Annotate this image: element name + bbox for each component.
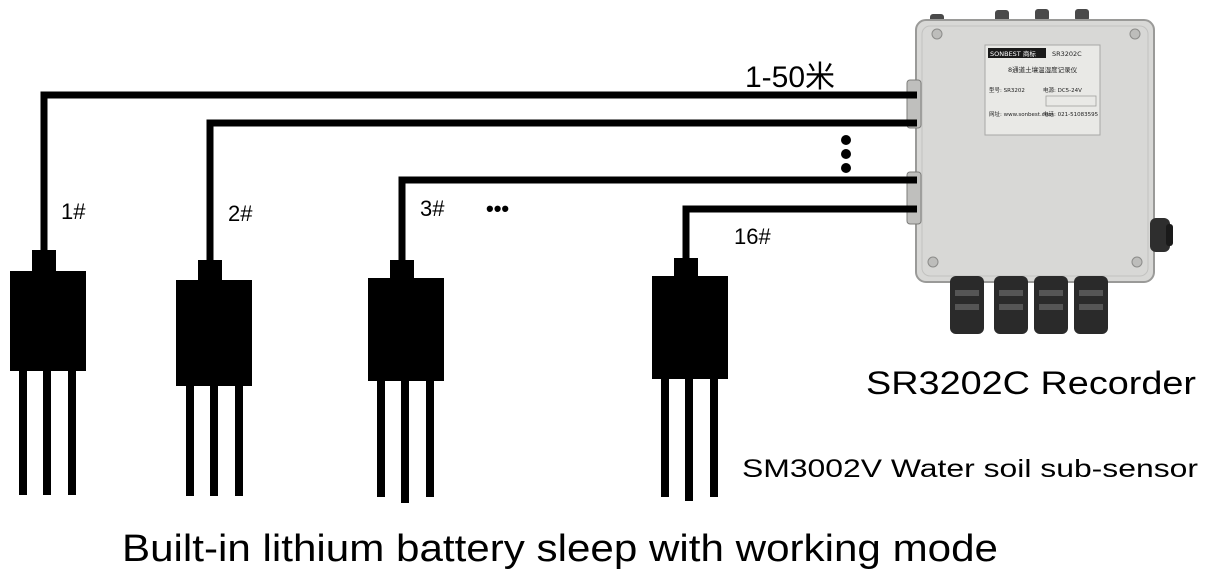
sensor-16 xyxy=(652,258,728,501)
sensor-3 xyxy=(368,260,444,503)
sensor-label-3: 3# xyxy=(420,196,445,221)
recorder-device: SONBEST 商标 SR3202C 8通道土壤温湿度记录仪 型号: SR320… xyxy=(906,9,1173,334)
sensor-caption: SM3002V Water soil sub-sensor xyxy=(742,455,1198,483)
recorder-brand-bar xyxy=(988,48,1046,58)
recorder-panel-title: 8通道土壤温湿度记录仪 xyxy=(1008,65,1078,74)
recorder-right-gland xyxy=(1150,218,1173,252)
footer-caption: Built-in lithium battery sleep with work… xyxy=(122,528,998,570)
recorder-name-label: SR3202C Recorder xyxy=(866,365,1196,401)
recorder-panel-line-left-2: 网址: www.sonbest.com xyxy=(989,110,1053,118)
recorder-panel-line-left-1: 型号: SR3202 xyxy=(989,86,1025,94)
sensor-label-1: 1# xyxy=(61,199,86,224)
sensor-label-2: 2# xyxy=(228,201,253,226)
recorder-panel-line-right-2: 电话: 021-51083595 xyxy=(1043,110,1099,118)
recorder-panel-line-right-1: 电源: DC5-24V xyxy=(1043,86,1082,94)
cables xyxy=(40,91,917,262)
cable-2 xyxy=(206,119,917,262)
sensor-2 xyxy=(176,260,252,496)
recorder-bottom-glands xyxy=(950,276,1108,334)
horizontal-ellipsis: ••• xyxy=(486,196,509,221)
cable-16 xyxy=(682,205,917,262)
recorder-label-panel: SONBEST 商标 SR3202C 8通道土壤温湿度记录仪 型号: SR320… xyxy=(984,44,1101,136)
cable-1 xyxy=(40,91,917,252)
recorder-screws xyxy=(927,28,1143,268)
cable-length-label: 1-50米 xyxy=(745,61,835,94)
cable-3 xyxy=(398,176,917,262)
recorder-model-text: SR3202C xyxy=(1052,50,1082,58)
recorder-brand-text: SONBEST 商标 xyxy=(990,49,1036,58)
vertical-ellipsis xyxy=(841,135,851,173)
sensor-1 xyxy=(10,250,86,495)
sensor-label-16: 16# xyxy=(734,224,771,249)
